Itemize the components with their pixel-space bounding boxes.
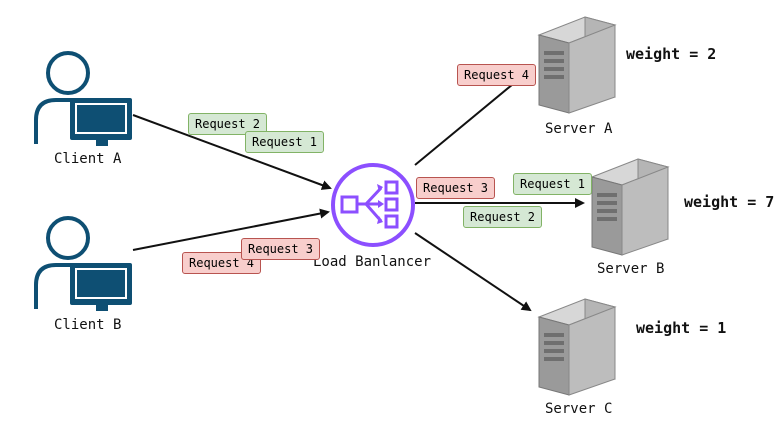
- server-a-weight: weight = 2: [626, 45, 717, 63]
- request-tag: Request 1: [245, 131, 325, 153]
- server-icon: [537, 16, 617, 114]
- server-c-label: Server C: [545, 401, 613, 417]
- request-tag: Request 1: [513, 173, 593, 195]
- arrow-client-b-to-lb: [132, 208, 330, 251]
- arrow-lb-to-server-c: [414, 232, 532, 312]
- request-tag: Request 3: [241, 238, 321, 260]
- request-tag: Request 2: [463, 206, 543, 228]
- arrow-client-a-to-lb: [132, 114, 332, 190]
- server-b-weight: weight = 7: [684, 193, 775, 211]
- user-computer-icon: [34, 51, 132, 146]
- server-a-label: Server A: [545, 121, 613, 137]
- load-balancer-label: Load Banlancer: [313, 254, 432, 270]
- client-b-label: Client B: [54, 317, 122, 333]
- server-icon: [590, 158, 670, 256]
- client-a-label: Client A: [54, 151, 122, 167]
- request-tag: Request 4: [457, 64, 537, 86]
- user-computer-icon: [34, 216, 132, 311]
- server-icon: [537, 298, 617, 396]
- request-tag: Request 2: [188, 113, 268, 135]
- server-c-weight: weight = 1: [636, 319, 727, 337]
- request-tag: Request 3: [416, 177, 496, 199]
- load-balancer-icon: [331, 163, 415, 247]
- server-b-label: Server B: [597, 261, 665, 277]
